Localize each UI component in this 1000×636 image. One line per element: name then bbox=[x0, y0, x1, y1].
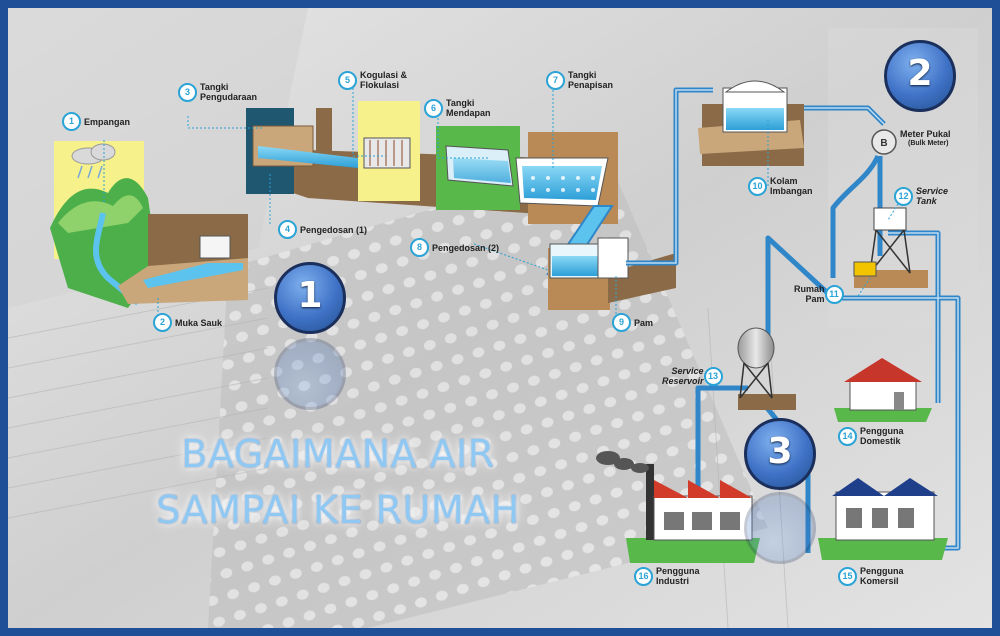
pillar-a bbox=[316, 108, 332, 196]
river bbox=[93, 212, 140, 306]
stage-3-circle: 3 bbox=[744, 418, 816, 490]
leader-lines bbox=[103, 84, 899, 320]
rain bbox=[77, 165, 103, 179]
stage-1-circle: 1 bbox=[274, 262, 346, 334]
industrial-lawn bbox=[626, 538, 760, 563]
diagram-frame: B bbox=[8, 8, 992, 628]
reservoir-dome bbox=[724, 80, 786, 93]
industrial-smoke bbox=[596, 451, 649, 473]
commercial-windows bbox=[846, 508, 914, 528]
service-reservoir-base bbox=[738, 394, 796, 410]
stage-1-reflection bbox=[274, 338, 346, 410]
stage-2-circle: 2 bbox=[884, 40, 956, 112]
domestic-door bbox=[894, 392, 904, 410]
coag-tank bbox=[363, 137, 411, 169]
rain-cloud bbox=[71, 143, 116, 165]
pump-house bbox=[597, 237, 629, 279]
title-line-1: BAGAIMANA AIR bbox=[181, 432, 495, 476]
domestic-lawn bbox=[834, 408, 932, 422]
commercial-lawn bbox=[818, 538, 948, 560]
intake-building bbox=[199, 235, 231, 259]
bulk-meter-symbol: B bbox=[880, 138, 887, 149]
pump-house-small bbox=[853, 261, 877, 277]
service-reservoir-legs bbox=[739, 362, 773, 399]
label-service-reservoir: Service Reservoir13 bbox=[662, 366, 726, 386]
service-reservoir-tank bbox=[737, 327, 775, 369]
pump-water bbox=[552, 256, 608, 276]
service-tank-grid bbox=[873, 207, 907, 231]
title-line-2: SAMPAI KE RUMAH bbox=[156, 488, 520, 532]
label-meter-pukal: Meter Pukal(Bulk Meter) bbox=[900, 129, 951, 148]
domestic-house bbox=[849, 379, 917, 411]
sediment-water bbox=[453, 158, 511, 183]
coag-grid bbox=[369, 140, 403, 166]
intake-channel bbox=[143, 263, 243, 288]
filter-water bbox=[522, 166, 602, 200]
industrial-roof bbox=[654, 480, 752, 498]
label-rumah-pam: Rumah Pam11 bbox=[794, 284, 847, 304]
filter-dots bbox=[531, 176, 595, 192]
commercial-roof bbox=[832, 478, 938, 496]
industrial-chimney bbox=[646, 464, 654, 540]
page-title: BAGAIMANA AIR SAMPAI KE RUMAH bbox=[108, 426, 568, 538]
reservoir-water bbox=[726, 108, 784, 130]
domestic-roof bbox=[844, 358, 922, 382]
bulk-meter bbox=[871, 129, 897, 155]
label-bulk-meter: (Bulk Meter) bbox=[908, 140, 949, 148]
water-supply-diagram: B bbox=[8, 8, 992, 628]
aeration-water bbox=[258, 146, 358, 168]
industrial-windows bbox=[664, 512, 740, 530]
stage-3-reflection bbox=[744, 492, 816, 564]
